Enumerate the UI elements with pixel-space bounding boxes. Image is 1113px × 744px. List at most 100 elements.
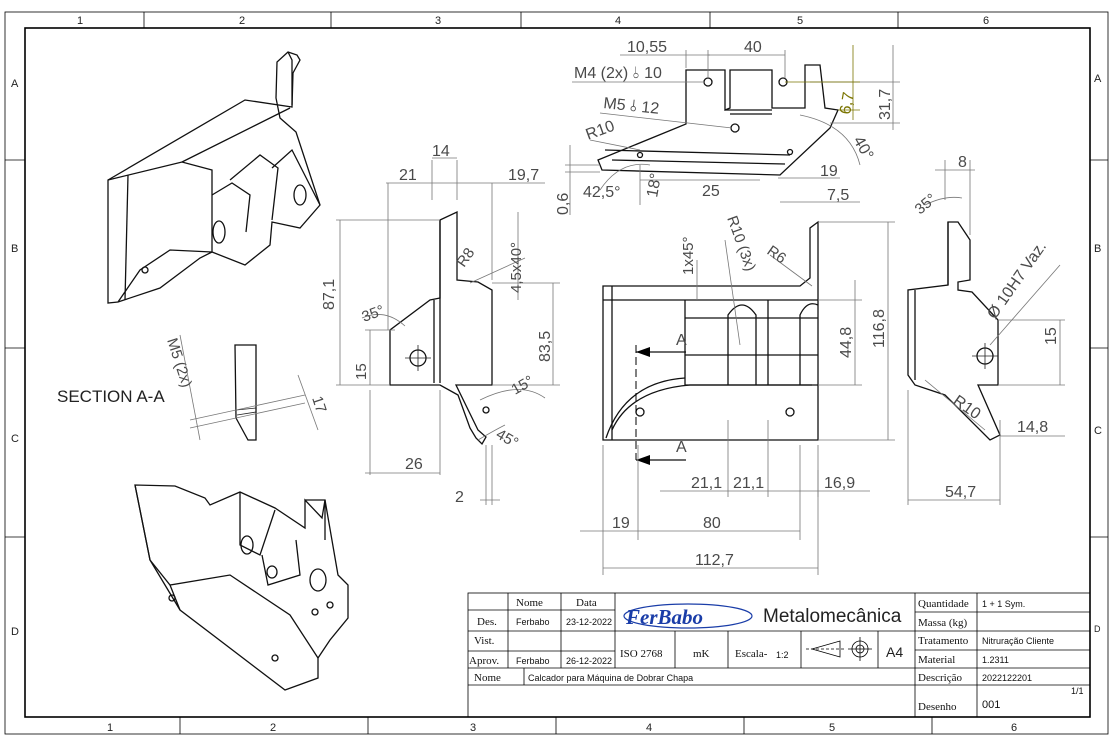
projection-symbol-icon <box>806 637 872 661</box>
dim-8: 8 <box>958 154 967 171</box>
dim-1x45: 1x45° <box>680 236 697 275</box>
dim-15-left: 15 <box>353 363 370 380</box>
zone-right-c: C <box>1094 425 1102 437</box>
zone-left-a: A <box>11 78 19 90</box>
tb-label-massa: Massa (kg) <box>918 617 968 629</box>
tb-role-aprov: Aprov. <box>469 655 499 667</box>
tb-name-label: Nome <box>474 672 501 684</box>
dim-17: 17 <box>308 394 329 415</box>
company-logo: FerBabo <box>625 605 703 629</box>
dim-7-5: 7,5 <box>827 187 849 204</box>
tb-value-desenho: 001 <box>982 699 1000 711</box>
zone-top-6: 6 <box>983 15 989 27</box>
dim-0-6: 0,6 <box>555 193 572 215</box>
section-a-a-label: SECTION A-A <box>57 387 165 406</box>
dim-80: 80 <box>703 515 721 532</box>
tb-paper-size: A4 <box>886 644 903 660</box>
isometric-view-bottom <box>134 484 349 691</box>
front-view-dims <box>580 221 895 575</box>
dim-15-right: 15 <box>1043 327 1060 345</box>
top-view-highlight-dim <box>785 45 860 120</box>
zone-left-b: B <box>11 243 18 255</box>
dim-m5-thread: M5 ⫰ 12 <box>603 95 660 118</box>
tb-part-name: Calcador para Máquina de Dobrar Chapa <box>528 673 693 683</box>
zone-bottom-2: 2 <box>270 722 276 734</box>
tb-role-des: Des. <box>477 616 497 628</box>
dim-14: 14 <box>432 143 450 160</box>
tb-label-desenho: Desenho <box>918 701 957 713</box>
tb-value-quantidade: 1 + 1 Sym. <box>982 599 1025 609</box>
isometric-view-top <box>107 51 321 304</box>
section-mark-a-top: A <box>676 332 687 349</box>
tb-value-material: 1.2311 <box>982 655 1009 665</box>
dim-45-deg: 45° <box>493 426 521 452</box>
tb-date-aprov: 26-12-2022 <box>566 656 612 666</box>
tb-label-material: Material <box>918 654 955 666</box>
side-view-right-dims <box>907 160 1065 505</box>
dim-40: 40 <box>744 39 762 56</box>
dim-83-5: 83,5 <box>537 331 554 362</box>
dim-4-5x40: 4,5x40° <box>508 242 525 293</box>
dim-6-7: 6,7 <box>837 91 858 116</box>
dim-r6: R6 <box>764 242 789 267</box>
dim-26: 26 <box>405 456 423 473</box>
tb-value-descricao: 2022122201 <box>982 673 1032 683</box>
tb-header-nome: Nome <box>516 597 543 609</box>
dim-87-1: 87,1 <box>321 279 338 310</box>
side-view-right <box>907 221 1001 441</box>
zone-ticks <box>5 12 1108 734</box>
section-dimensions <box>179 334 319 441</box>
zone-bottom-6: 6 <box>1011 722 1017 734</box>
dim-44-8: 44,8 <box>838 327 855 358</box>
dim-112-7: 112,7 <box>695 552 734 569</box>
company-name: Metalomecânica <box>763 606 902 627</box>
tb-name-aprov: Ferbabo <box>516 656 550 666</box>
dim-21-1-b: 21,1 <box>733 475 764 492</box>
dim-2: 2 <box>455 489 464 506</box>
zone-top-3: 3 <box>435 15 441 27</box>
dim-10-55: 10,55 <box>627 39 667 56</box>
tb-scale-label: Escala- <box>735 648 768 660</box>
company-logo-badge <box>623 603 753 629</box>
tb-sheet-count: 1/1 <box>1071 686 1084 696</box>
outer-frame <box>4 11 1109 735</box>
tb-header-data: Data <box>576 597 597 609</box>
dim-19-7: 19,7 <box>508 167 539 184</box>
dim-19-front: 19 <box>612 515 630 532</box>
top-view <box>597 64 839 176</box>
dim-21-1-a: 21,1 <box>691 475 722 492</box>
zone-top-2: 2 <box>239 15 245 27</box>
tb-role-vist: Vist. <box>474 635 495 647</box>
tb-tolerance: mK <box>693 648 710 660</box>
zone-bottom-3: 3 <box>470 722 476 734</box>
zone-left-c: C <box>11 433 19 445</box>
zone-bottom-4: 4 <box>646 722 652 734</box>
zone-right-a: A <box>1094 73 1102 85</box>
section-mark-a-bottom: A <box>676 439 687 456</box>
dim-r10-top: R10 <box>584 118 617 144</box>
dim-dia-10h7: Ø 10H7 Vaz. <box>984 238 1050 322</box>
zone-bottom-1: 1 <box>107 722 113 734</box>
zone-left-d: D <box>11 626 19 638</box>
zone-bottom-5: 5 <box>829 722 835 734</box>
zone-top-1: 1 <box>77 15 83 27</box>
dim-14-8: 14,8 <box>1017 419 1048 436</box>
zone-top-4: 4 <box>615 15 621 27</box>
dim-116-8: 116,8 <box>871 309 888 348</box>
dim-15-deg: 15° <box>509 372 537 398</box>
dim-r10-right: R10 <box>950 392 984 423</box>
tb-iso: ISO 2768 <box>620 648 663 660</box>
dim-35-deg-right: 35° <box>912 190 940 218</box>
side-view-left <box>389 210 493 446</box>
dim-54-7: 54,7 <box>945 484 976 501</box>
tb-name-des: Ferbabo <box>516 617 550 627</box>
side-view-left-dims <box>336 157 560 505</box>
tb-value-tratamento: Nitruração Cliente <box>982 636 1054 646</box>
dim-42-5-deg: 42,5° <box>583 184 621 201</box>
dim-18-deg: 18° <box>644 172 665 199</box>
tb-label-quantidade: Quantidade <box>918 598 969 610</box>
title-block <box>467 592 1091 718</box>
dim-16-9: 16,9 <box>824 475 855 492</box>
tb-scale-value: 1:2 <box>776 650 789 660</box>
